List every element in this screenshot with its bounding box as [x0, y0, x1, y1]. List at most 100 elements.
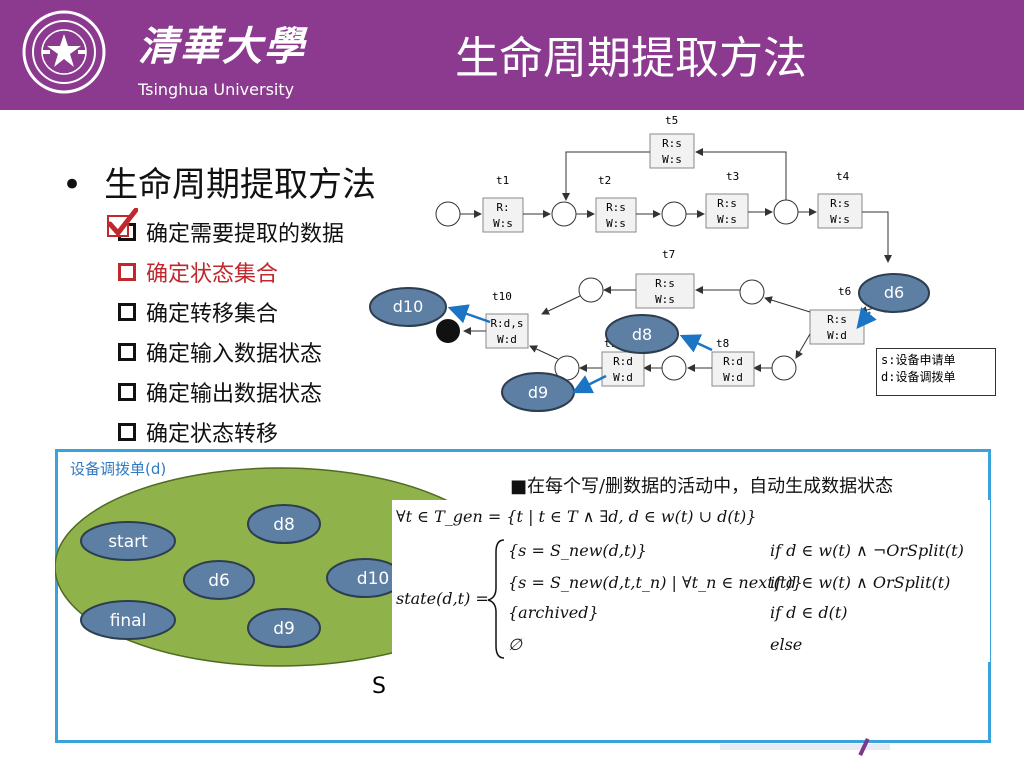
header-bar: 清華大學 Tsinghua University 生命周期提取方法	[0, 0, 1024, 110]
formula-case-cond: if d ∈ w(t) ∧ ¬OrSplit(t)	[770, 541, 964, 560]
t1-write: W:s	[493, 217, 513, 230]
list-item-label: 确定状态集合	[146, 262, 279, 287]
checkbox-icon	[118, 383, 136, 401]
checkbox-icon	[118, 343, 136, 361]
transition-t4	[817, 193, 863, 229]
t6-label: t6	[838, 285, 851, 298]
panel-label: 设备调拨单(d)	[70, 460, 167, 478]
main-bullet: •生命周期提取方法	[62, 157, 376, 206]
list-item-active: 确定状态集合	[118, 252, 344, 292]
auto-generate-note: ■在每个写/删数据的活动中，自动生成数据状态	[510, 476, 894, 497]
state-d9-text: d9	[273, 619, 295, 639]
checkbox-icon	[118, 263, 136, 281]
petri-net-diagram: R: W:s t1 R:s W:s t2 R:s W:s t3 R:s W:s …	[369, 114, 930, 412]
t7-read: R:s	[655, 277, 675, 290]
t8-label: t8	[716, 337, 729, 350]
transition-t2	[595, 197, 637, 233]
t7-write: W:s	[655, 293, 675, 306]
place	[661, 355, 687, 381]
t1-label: t1	[496, 174, 509, 187]
t2-read: R:s	[606, 201, 626, 214]
page-title: 生命周期提取方法	[455, 33, 807, 84]
logo-chinese-text: 清華大學	[138, 23, 306, 70]
logo-english-text: Tsinghua University	[138, 80, 295, 99]
state-final-text: final	[110, 611, 147, 631]
place	[739, 279, 765, 305]
list-item-label: 确定输入数据状态	[146, 342, 323, 367]
t10-write: W:d	[497, 333, 517, 346]
list-item: 确定状态转移	[118, 412, 344, 452]
t4-read: R:s	[830, 197, 850, 210]
formula-tgen: ∀t ∈ T_gen = {t | t ∈ T ∧ ∃d, d ∈ w(t) ∪…	[396, 507, 756, 526]
red-checkmark-icon	[107, 208, 138, 237]
badge-d6-text: d6	[884, 283, 904, 302]
transition-t7	[635, 273, 695, 309]
university-seal-icon	[22, 10, 106, 94]
t8-write: W:d	[723, 371, 743, 384]
formula-state-lhs: state(d,t) =	[396, 589, 489, 608]
transition-t9	[601, 351, 645, 387]
transition-t10	[485, 313, 529, 349]
place-start	[435, 201, 461, 227]
state-badge-d6	[858, 273, 930, 313]
t1-read: R:	[496, 201, 509, 214]
t6-write: W:d	[827, 329, 847, 342]
list-item-label: 确定状态转移	[146, 422, 279, 447]
state-d9	[247, 608, 321, 648]
bullet-dot: •	[62, 165, 83, 205]
formula-case-cond: if d ∈ d(t)	[770, 603, 848, 622]
formula-case-expr: {s = S_new(d,t,t_n) | ∀t_n ∈ next(t)}	[508, 573, 803, 592]
t10-read: R:d,s	[490, 317, 523, 330]
t4-write: W:s	[830, 213, 850, 226]
t3-read: R:s	[717, 197, 737, 210]
list-item-label: 确定输出数据状态	[146, 382, 323, 407]
formula-case-expr: {s = S_new(d,t)}	[508, 541, 647, 560]
place	[773, 199, 799, 225]
state-badge-d8	[605, 314, 679, 354]
t4-label: t4	[836, 170, 850, 183]
t2-label: t2	[598, 174, 611, 187]
t9-read: R:d	[613, 355, 633, 368]
badge-d8-text: d8	[632, 325, 652, 344]
formula-case-expr: {archived}	[508, 603, 599, 622]
t5-write: W:s	[662, 153, 682, 166]
formula-case-expr: ∅	[508, 635, 523, 654]
checkbox-icon	[118, 423, 136, 441]
place	[551, 201, 577, 227]
transition-t6	[809, 309, 865, 345]
list-item: 确定需要提取的数据	[118, 212, 344, 252]
t5-label: t5	[665, 114, 678, 127]
t3-label: t3	[726, 170, 739, 183]
place	[661, 201, 687, 227]
t6-read: R:s	[827, 313, 847, 326]
t7-label: t7	[662, 248, 675, 261]
formula-case-cond: if d ∈ w(t) ∧ OrSplit(t)	[770, 573, 950, 592]
legend-line: d:设备调拨单	[881, 370, 956, 384]
footer-decoration	[720, 744, 890, 750]
state-start	[80, 521, 176, 561]
t9-write: W:d	[613, 371, 633, 384]
state-set-illustration: start final d6 d8 d9 d10	[55, 467, 475, 667]
state-d10-text: d10	[357, 569, 389, 589]
state-d8-text: d8	[273, 515, 295, 535]
list-item-label: 确定转移集合	[146, 302, 279, 327]
list-item: 确定输出数据状态	[118, 372, 344, 412]
transition-t3	[705, 193, 749, 229]
state-final	[80, 600, 176, 640]
checkbox-icon	[118, 303, 136, 321]
place	[578, 277, 604, 303]
state-start-text: start	[108, 532, 148, 552]
state-d6	[183, 560, 255, 600]
t8-read: R:d	[723, 355, 743, 368]
state-formula: ∀t ∈ T_gen = {t | t ∈ T ∧ ∃d, d ∈ w(t) ∪…	[392, 500, 990, 662]
transition-t5	[649, 133, 695, 169]
t5-read: R:s	[662, 137, 682, 150]
state-d6-text: d6	[208, 571, 230, 591]
formula-case-cond: else	[770, 635, 802, 654]
legend-line: s:设备申请单	[881, 353, 956, 367]
state-badge-d10	[369, 287, 447, 327]
state-d8	[247, 504, 321, 544]
t2-write: W:s	[606, 217, 626, 230]
place-final	[436, 319, 460, 343]
diagram-legend: s:设备申请单 d:设备调拨单	[876, 348, 996, 396]
